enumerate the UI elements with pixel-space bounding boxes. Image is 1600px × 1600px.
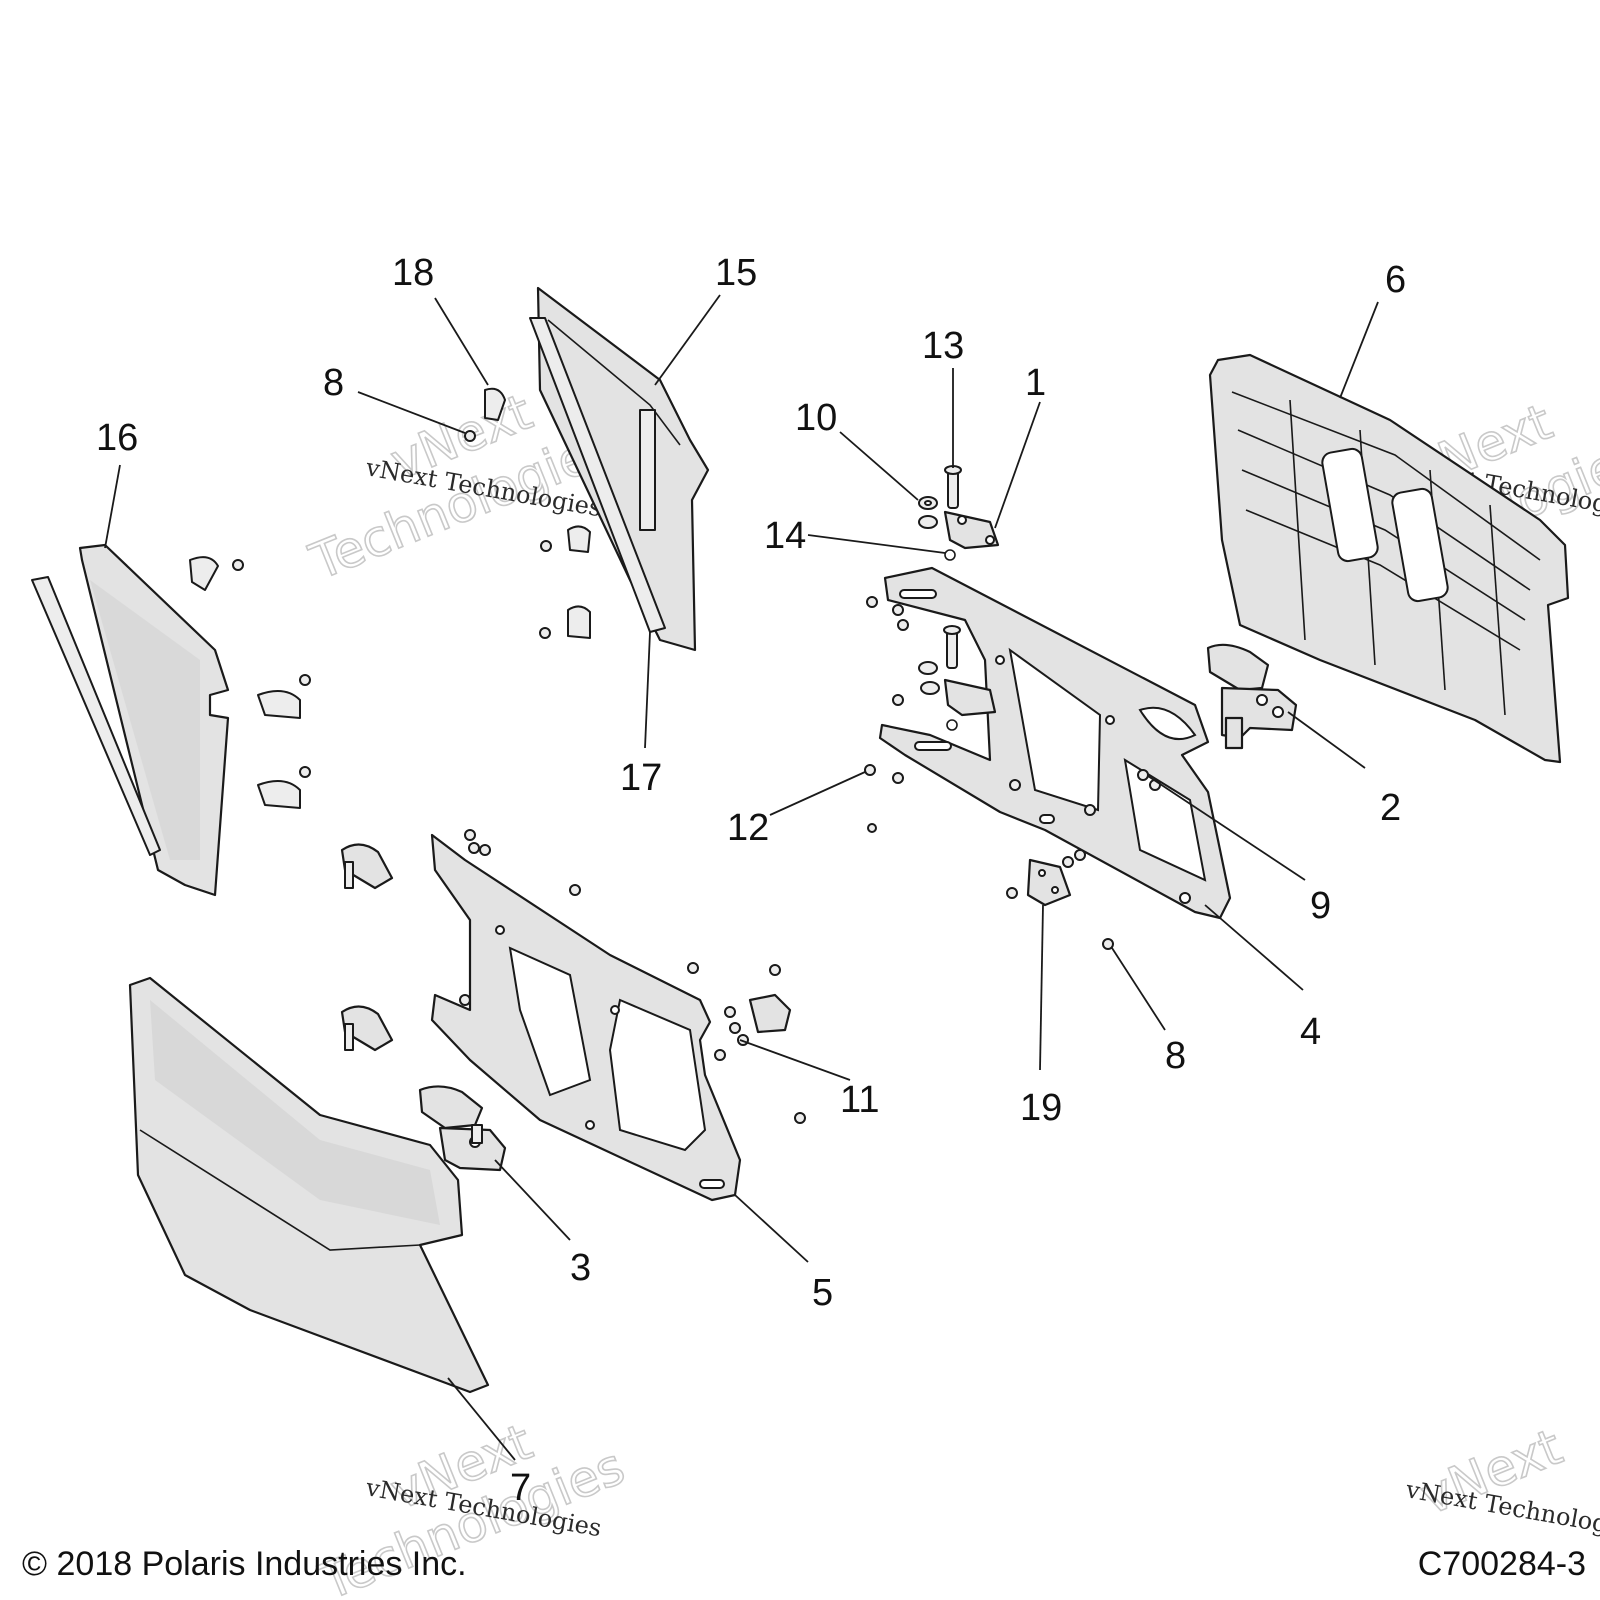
part-3-door-latch: [418, 1085, 507, 1172]
callout-14: 14: [764, 515, 806, 557]
lower-hinge-stack: [918, 625, 997, 731]
callout-8-lower: 8: [1165, 1035, 1186, 1077]
callout-labels: 1 2 3 4 5 6 7 8 8 9 10 11 12 13 14 15 16…: [96, 252, 1406, 1509]
callout-12: 12: [727, 807, 769, 849]
part-13-hinge-pin: [944, 465, 962, 509]
part-16-front-door-panel: [31, 543, 230, 897]
part-5-left-door-frame: [430, 833, 742, 1202]
window-clips: [567, 525, 591, 639]
callout-5: 5: [812, 1272, 833, 1314]
part-14-clip: [944, 549, 956, 561]
callout-6: 6: [1385, 259, 1406, 301]
callout-13: 13: [922, 325, 964, 367]
part-2-door-latch: [1206, 643, 1298, 750]
callout-4: 4: [1300, 1011, 1321, 1053]
door-clips-left: [189, 556, 301, 809]
callout-18: 18: [392, 252, 434, 294]
part-17-window-seal: [529, 317, 666, 633]
callout-19: 19: [1020, 1087, 1062, 1129]
callout-10: 10: [795, 397, 837, 439]
fastener-group: [232, 430, 1161, 1124]
callout-3: 3: [570, 1247, 591, 1289]
part-19-plate: [1026, 858, 1072, 907]
part-6-rear-door-panel: [1208, 353, 1570, 764]
part-4-right-door-frame: [878, 566, 1232, 920]
part-10-washer: [918, 496, 938, 529]
leader-lines: [104, 294, 1379, 1461]
copyright-notice: © 2018 Polaris Industries Inc.: [22, 1545, 467, 1583]
callout-17: 17: [620, 757, 662, 799]
callout-8-upper: 8: [323, 362, 344, 404]
figure-id: C700284-3: [1417, 1545, 1586, 1583]
callout-16: 16: [96, 417, 138, 459]
callout-1: 1: [1025, 362, 1046, 404]
left-hinges: [340, 843, 792, 1052]
part-7-lower-door-panel: [128, 976, 490, 1394]
part-1-hinge-bracket: [943, 510, 1000, 550]
callout-15: 15: [715, 252, 757, 294]
part-15-window-panel: [536, 286, 710, 652]
callout-9: 9: [1310, 885, 1331, 927]
callout-7: 7: [510, 1467, 531, 1509]
callout-2: 2: [1380, 787, 1401, 829]
callout-11: 11: [840, 1079, 879, 1121]
part-18-clip: [484, 387, 506, 421]
